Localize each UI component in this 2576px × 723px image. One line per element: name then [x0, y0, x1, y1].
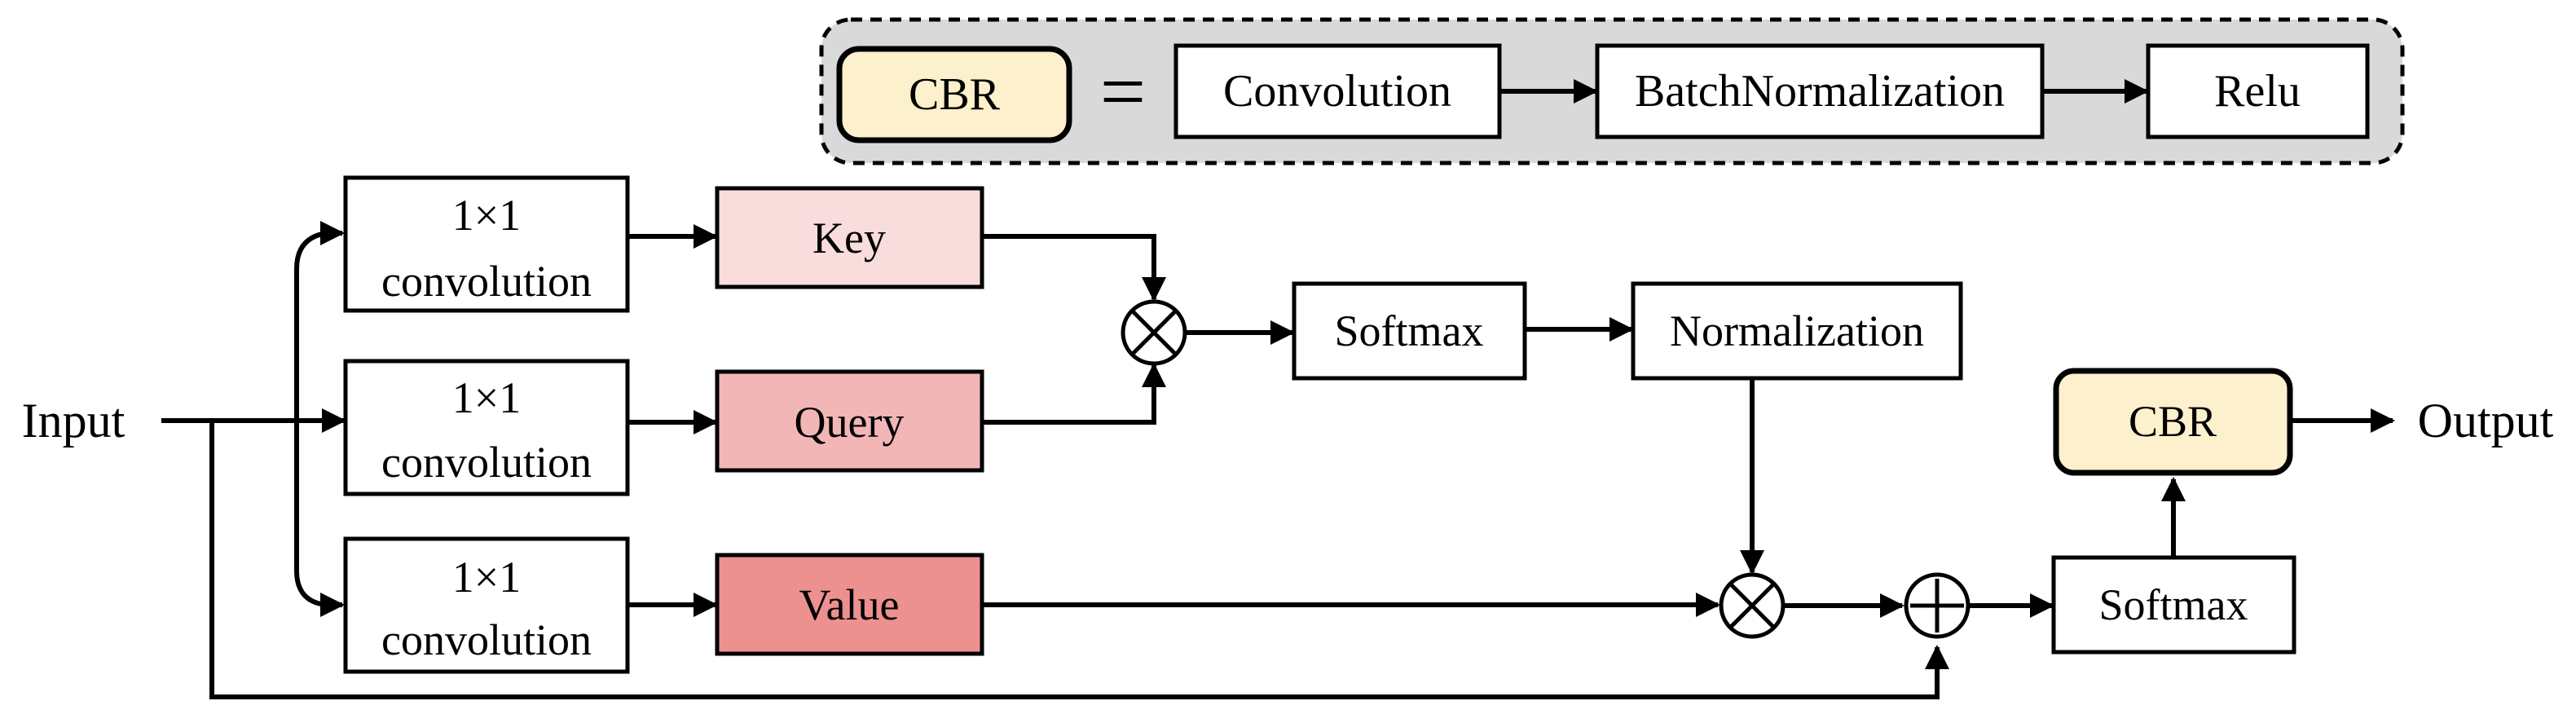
conv-box-value: [343, 536, 630, 674]
legend-batchnorm-box: [1595, 43, 2045, 139]
add-node: [1904, 572, 1971, 639]
legend-cbr-label: CBR: [909, 69, 1001, 120]
conv-label-line1: 1×1: [452, 373, 521, 422]
legend-relu-label: Relu: [2214, 66, 2301, 117]
multiply-node-bottom: [1719, 572, 1786, 639]
legend-cbr-box: [836, 46, 1072, 143]
key-label: Key: [812, 214, 886, 262]
branch-query: 1×1 convolution Query: [343, 359, 984, 496]
legend-convolution-label: Convolution: [1223, 66, 1451, 117]
softmax-bottom-box: [2051, 555, 2296, 655]
multiply-node-top: [1121, 299, 1187, 366]
conv-label-line1: 1×1: [452, 553, 521, 602]
conv-box-key: [343, 175, 630, 313]
legend-batchnorm-label: BatchNormalization: [1635, 66, 2005, 117]
conv-label-line2: convolution: [381, 257, 592, 306]
softmax-top-box: [1292, 281, 1527, 381]
output-label: Output: [2418, 394, 2554, 447]
conv-label-line1: 1×1: [452, 191, 521, 240]
cbr-legend: CBR = Convolution BatchNormalization Rel…: [819, 17, 2405, 165]
key-box: [715, 186, 984, 289]
branch-key: 1×1 convolution Key: [343, 175, 984, 313]
softmax-top-label: Softmax: [1335, 306, 1484, 355]
conv-label-line2: convolution: [381, 615, 592, 664]
legend-convolution-box: [1174, 43, 1502, 139]
softmax-bottom-label: Softmax: [2099, 580, 2248, 629]
equals-sign: =: [1100, 46, 1146, 137]
branch-value: 1×1 convolution Value: [343, 536, 984, 674]
conv-box-query: [343, 359, 630, 496]
normalization-box: [1631, 281, 1963, 381]
query-label: Query: [795, 398, 905, 447]
conv-label-line2: convolution: [381, 438, 592, 487]
cbr-label: CBR: [2129, 397, 2217, 446]
value-label: Value: [799, 580, 900, 629]
input-label: Input: [22, 394, 125, 447]
legend-relu-box: [2146, 43, 2370, 139]
normalization-label: Normalization: [1670, 306, 1924, 355]
